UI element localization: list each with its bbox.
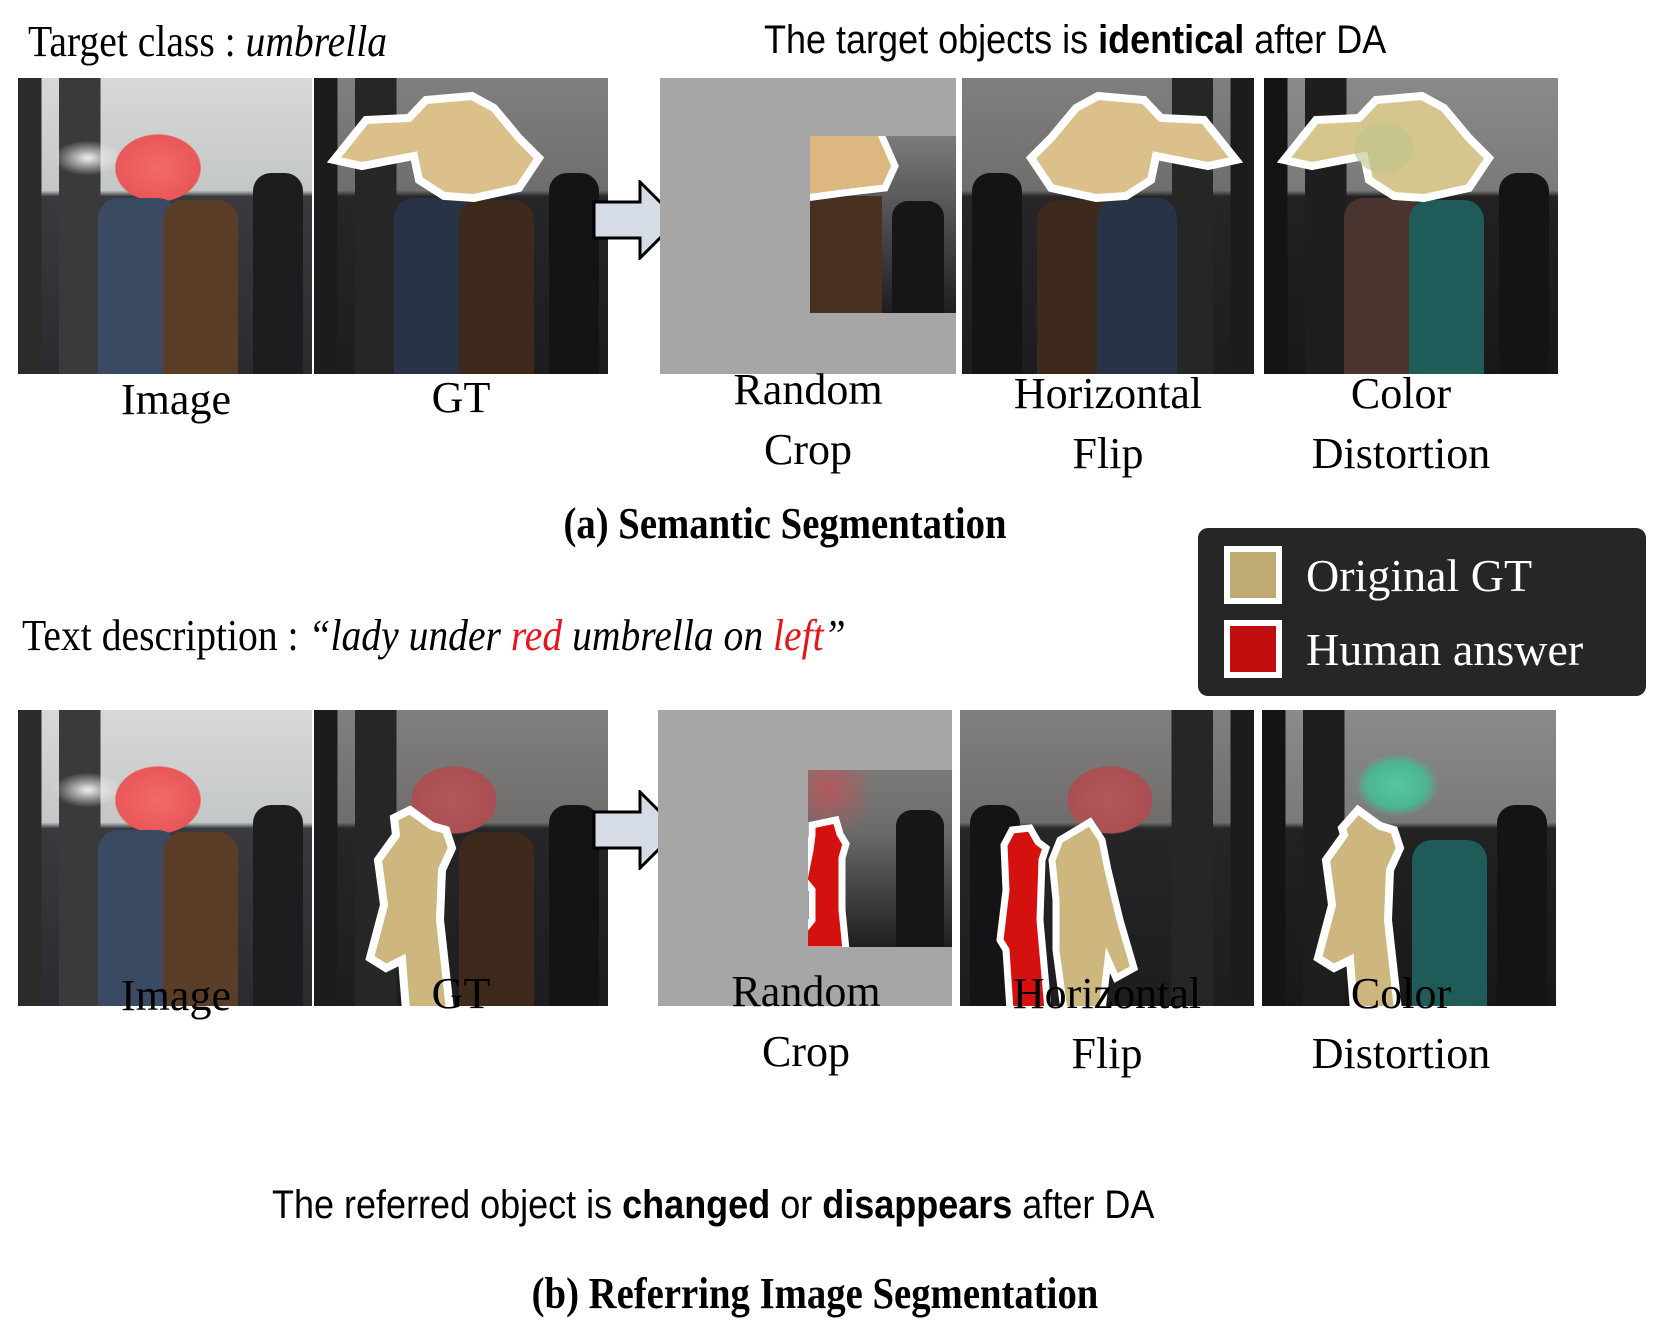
person-brown-jacket (810, 196, 882, 313)
person-brown-jacket (163, 200, 238, 374)
label-horizontal-flip-a: Horizontal Flip (962, 364, 1254, 484)
person-brown-jacket (459, 200, 534, 374)
person-brown-jacket (459, 832, 534, 1006)
person-black-coat (549, 173, 599, 374)
note-bold: identical (1098, 18, 1245, 62)
gt-mask-lady (365, 805, 457, 1006)
panel-random-crop-a (660, 78, 956, 374)
text-description-label: Text description : “lady under red umbre… (22, 614, 846, 658)
gt-mask-umbrella-distorted (1276, 91, 1495, 203)
legend-swatch-gt (1224, 546, 1282, 604)
legend-swatch-human (1224, 620, 1282, 678)
note-text: after DA (1012, 1183, 1155, 1227)
desc-quote: “lady under red umbrella on left” (308, 611, 845, 660)
panel-color-distortion-b (1262, 710, 1556, 1006)
label-image-a: Image (121, 375, 231, 424)
note-text: The referred object is (272, 1183, 623, 1227)
desc-prefix: Text description : (22, 611, 309, 660)
label-line: Color (1350, 369, 1452, 418)
caption-b: (b) Referring Image Segmentation (531, 1269, 1099, 1318)
person-black-coat (549, 805, 599, 1006)
label-random-crop-a: Random Crop (660, 360, 956, 480)
panel-horizontal-flip-b (960, 710, 1254, 1006)
cropped-region (808, 770, 952, 947)
gt-mask-umbrella-flipped (1025, 91, 1244, 203)
desc-text: lady under (330, 611, 511, 660)
note-text: or (770, 1183, 823, 1227)
label-line: Random (733, 365, 883, 414)
changed-disappears-note: The referred object is changed or disapp… (272, 1185, 1154, 1225)
person-black-coat (892, 201, 944, 313)
panel-random-crop-b (658, 710, 952, 1006)
label-gt-b: GT (431, 969, 491, 1018)
person-brown-jacket (163, 832, 238, 1006)
person-black-coat (1499, 173, 1549, 374)
desc-highlight: left (773, 611, 824, 660)
label-line: Color (1350, 969, 1452, 1018)
label-line: Flip (1072, 429, 1144, 478)
note-text: after DA (1244, 18, 1387, 62)
cropped-region (810, 136, 956, 313)
note-text: The target objects is (764, 18, 1099, 62)
label-horizontal-flip-b: Horizontal Flip (960, 964, 1254, 1084)
legend-label: Original GT (1306, 549, 1533, 601)
gt-mask-lady-distorted (1313, 804, 1405, 1006)
quote-close: ” (823, 611, 846, 660)
label-line: Flip (1071, 1029, 1143, 1078)
person-blue-jacket (1097, 198, 1177, 374)
arrow-right-icon (592, 180, 681, 260)
panel-color-distortion-a (1264, 78, 1558, 374)
quote-open: “ (308, 611, 331, 660)
desc-highlight: red (510, 611, 563, 660)
person-black-coat (972, 173, 1022, 374)
panel-horizontal-flip-a (962, 78, 1254, 374)
caption-a: (a) Semantic Segmentation (563, 499, 1007, 548)
label-line: Distortion (1311, 1029, 1491, 1078)
label-image-b: Image (121, 971, 231, 1020)
panel-image-a (18, 78, 312, 374)
note-bold: disappears (822, 1183, 1013, 1227)
legend-label: Human answer (1306, 623, 1584, 675)
panel-gt-b (314, 710, 608, 1006)
gt-mask-umbrella-cropped (810, 136, 899, 201)
legend-item-human-answer: Human answer (1224, 620, 1583, 678)
human-answer-mask-cropped (808, 815, 850, 947)
label-random-crop-b: Random Crop (658, 962, 954, 1082)
person-black-coat (253, 173, 303, 374)
legend: Original GT Human answer (1198, 528, 1646, 696)
desc-text: umbrella on (562, 611, 774, 660)
label-line: Horizontal (1013, 369, 1203, 418)
gt-mask-umbrella (326, 91, 545, 203)
label-gt-a: GT (431, 373, 491, 422)
label-line: Horizontal (1012, 969, 1202, 1018)
person-teal-jacket (1412, 840, 1487, 1006)
person-black-coat (1497, 805, 1547, 1006)
flip-masks (996, 817, 1139, 1006)
legend-item-original-gt: Original GT (1224, 546, 1532, 604)
person-black-coat (896, 810, 944, 947)
label-line: Distortion (1311, 429, 1491, 478)
label-line: Random (731, 967, 881, 1016)
label-line: Crop (764, 425, 852, 474)
label-color-distortion-b: Color Distortion (1254, 964, 1548, 1084)
target-class-label: Target class : umbrella (28, 20, 387, 64)
person-teal-jacket (1409, 200, 1484, 374)
person-black-coat (253, 805, 303, 1006)
panel-gt-a (314, 78, 608, 374)
note-bold: changed (622, 1183, 771, 1227)
target-class-value: umbrella (245, 17, 388, 66)
label-line: Crop (762, 1027, 850, 1076)
identical-note: The target objects is identical after DA (764, 20, 1386, 60)
panel-image-b (18, 710, 312, 1006)
label-color-distortion-a: Color Distortion (1254, 364, 1548, 484)
target-class-prefix: Target class : (28, 17, 246, 66)
